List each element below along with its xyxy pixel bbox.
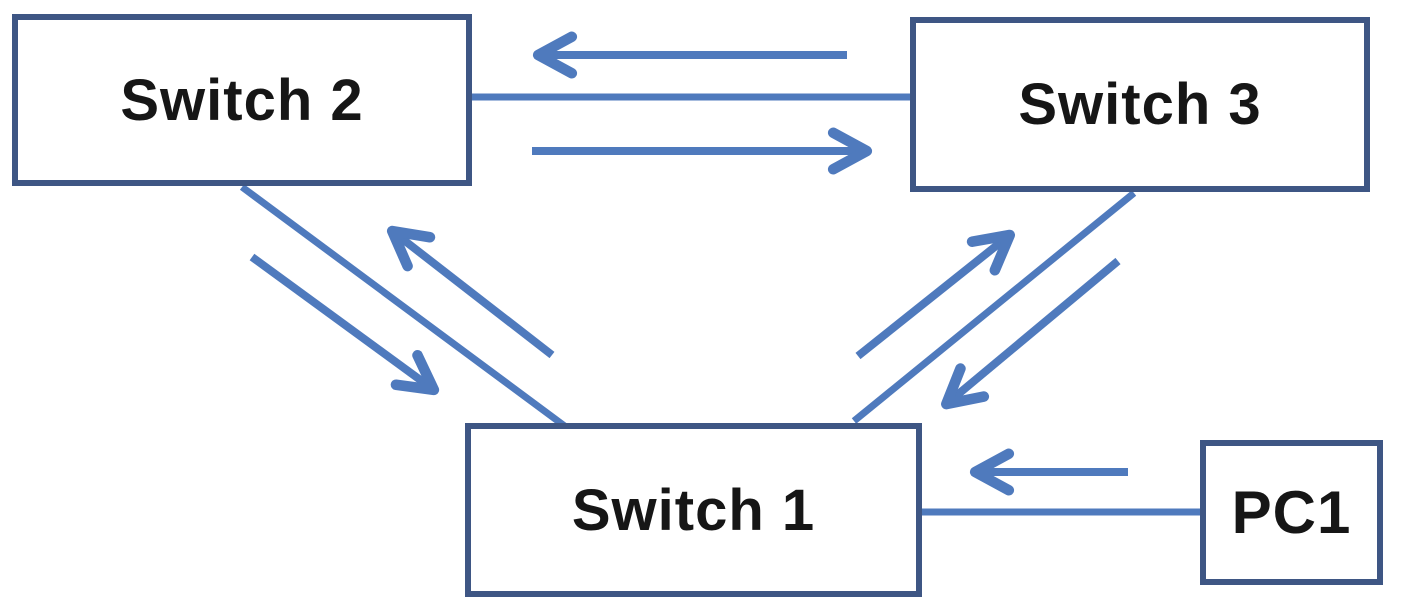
arrow-switch1-to-switch3 <box>855 229 1016 360</box>
link-switch2-switch1 <box>239 184 569 430</box>
node-switch3-label: Switch 3 <box>1018 72 1262 137</box>
node-pc1: PC1 <box>1200 440 1383 585</box>
link-switch3-switch1 <box>851 190 1137 424</box>
node-pc1-label: PC1 <box>1231 479 1352 546</box>
node-switch2: Switch 2 <box>12 14 472 186</box>
node-switch1-label: Switch 1 <box>571 477 816 543</box>
arrow-switch1-to-switch2 <box>386 225 555 359</box>
node-switch2-label: Switch 2 <box>120 67 364 133</box>
arrow-switch3-to-switch1 <box>941 257 1121 410</box>
arrow-switch2-to-switch1 <box>249 253 440 396</box>
node-switch1: Switch 1 <box>465 423 922 597</box>
node-switch3: Switch 3 <box>910 17 1370 192</box>
